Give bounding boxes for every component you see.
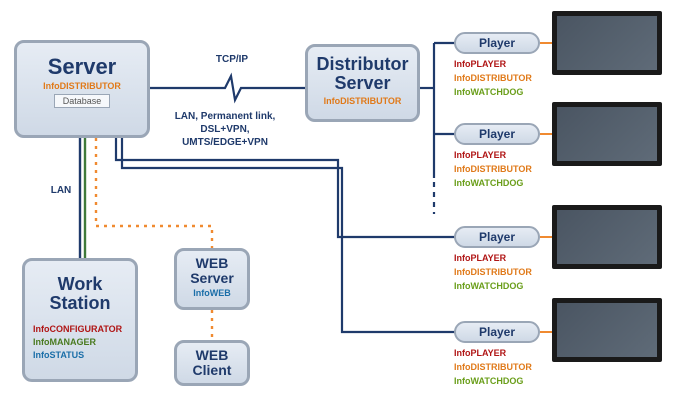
lan-label: LAN xyxy=(50,185,72,196)
player-2-box: Player xyxy=(454,123,540,145)
player-4-screen xyxy=(552,298,662,362)
database-label: Database xyxy=(53,94,111,109)
player-4-infowatchdog: InfoWATCHDOG xyxy=(454,376,524,386)
player-3-infowatchdog: InfoWATCHDOG xyxy=(454,281,524,291)
server-software: InfoDISTRIBUTOR xyxy=(43,81,121,92)
wan-label: LAN, Permanent link, DSL+VPN, UMTS/EDGE+… xyxy=(160,110,290,149)
workstation-title-line2: Station xyxy=(49,292,111,313)
player-4-infodistributor: InfoDISTRIBUTOR xyxy=(454,362,532,372)
web-client-title-line1: WEB xyxy=(195,347,229,363)
player-1-screen xyxy=(552,11,662,75)
player-3-software: InfoPLAYER InfoDISTRIBUTOR InfoWATCHDOG xyxy=(454,251,532,293)
wan-link-player3 xyxy=(114,138,456,239)
workstation-node: Work Station InfoCONFIGURATOR InfoMANAGE… xyxy=(22,258,138,382)
workstation-title-line1: Work xyxy=(57,274,103,294)
web-client-node: WEB Client xyxy=(174,340,250,386)
player-1-infowatchdog: InfoWATCHDOG xyxy=(454,87,524,97)
tcpip-link xyxy=(150,72,305,104)
player-4-box: Player xyxy=(454,321,540,343)
wan-label-line3: UMTS/EDGE+VPN xyxy=(182,137,268,148)
player-1-infoplayer: InfoPLAYER xyxy=(454,59,507,69)
infostatus-label: InfoSTATUS xyxy=(33,349,85,360)
wan-label-line1: LAN, Permanent link, xyxy=(174,111,276,122)
player-1-infodistributor: InfoDISTRIBUTOR xyxy=(454,73,532,83)
player-3-infoplayer: InfoPLAYER xyxy=(454,253,507,263)
wan-link-player4 xyxy=(120,138,456,334)
player-1-software: InfoPLAYER InfoDISTRIBUTOR InfoWATCHDOG xyxy=(454,57,532,99)
player-4-infoplayer: InfoPLAYER xyxy=(454,348,507,358)
wan-label-line2: DSL+VPN, xyxy=(200,124,250,135)
player-2-screen xyxy=(552,102,662,166)
web-server-software: InfoWEB xyxy=(193,288,231,299)
player-3-screen xyxy=(552,205,662,269)
web-link xyxy=(94,138,214,250)
web-server-node: WEB Server InfoWEB xyxy=(174,248,250,310)
server-title: Server xyxy=(47,54,117,79)
web-client-title-line2: Client xyxy=(192,361,232,378)
player-1-box: Player xyxy=(454,32,540,54)
player-2-infodistributor: InfoDISTRIBUTOR xyxy=(454,164,532,174)
distributor-title-line2: Server xyxy=(334,72,391,93)
player-2-software: InfoPLAYER InfoDISTRIBUTOR InfoWATCHDOG xyxy=(454,148,532,190)
distributor-software: InfoDISTRIBUTOR xyxy=(323,95,402,106)
player-3-infodistributor: InfoDISTRIBUTOR xyxy=(454,267,532,277)
infoconfigurator-label: InfoCONFIGURATOR xyxy=(33,323,123,334)
distributor-title-line1: Distributor xyxy=(316,54,409,74)
infomanager-label: InfoMANAGER xyxy=(33,336,96,347)
web-server-title-line2: Server xyxy=(190,269,234,286)
web-server-title-line1: WEB xyxy=(195,255,229,271)
distributor-node: Distributor Server InfoDISTRIBUTOR xyxy=(305,44,420,122)
tcpip-label: TCP/IP xyxy=(215,54,249,65)
player-3-box: Player xyxy=(454,226,540,248)
server-node: Server InfoDISTRIBUTOR Database xyxy=(14,40,150,138)
player-4-software: InfoPLAYER InfoDISTRIBUTOR InfoWATCHDOG xyxy=(454,346,532,388)
player-2-infowatchdog: InfoWATCHDOG xyxy=(454,178,524,188)
player-2-infoplayer: InfoPLAYER xyxy=(454,150,507,160)
